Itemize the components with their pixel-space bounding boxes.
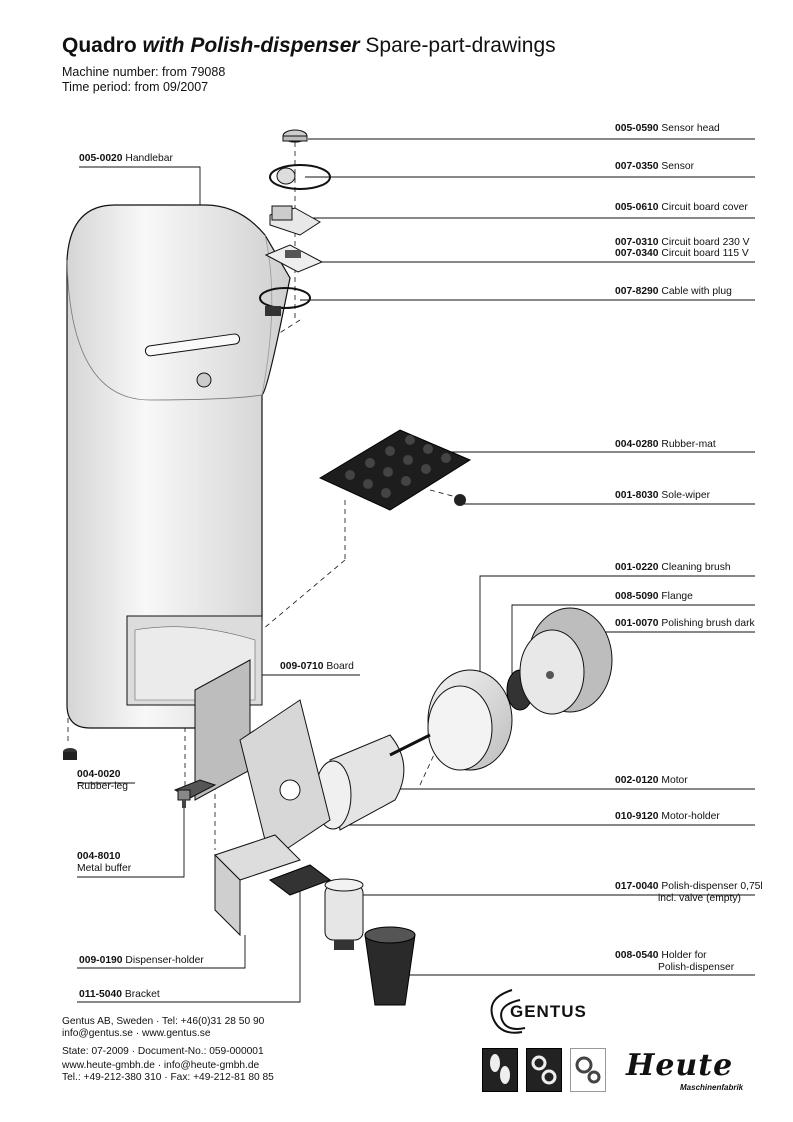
polishing-brush-part <box>519 607 613 715</box>
gears-shoe-icon <box>526 1048 562 1092</box>
sensor-part <box>269 164 331 190</box>
heute-logo: Heute <box>626 1048 734 1083</box>
gentus-logo-mark <box>490 989 526 1034</box>
machine-number: Machine number: from 79088 <box>62 65 226 79</box>
dispenser-holder-part <box>214 834 301 937</box>
label-board: 009-0710 Board <box>280 661 354 672</box>
polish-dispenser-part <box>324 878 364 950</box>
label-circuit-board-115: 007-0340 Circuit board 115 V <box>615 248 749 259</box>
cover-part <box>269 205 321 236</box>
label-sensor-head: 005-0590 Sensor head <box>615 123 720 134</box>
label-sensor: 007-0350 Sensor <box>615 161 695 172</box>
title-brand: Quadro <box>62 34 137 57</box>
dispenser-holder-cup <box>364 926 416 1006</box>
label-flange: 008-5090 Flange <box>615 591 693 602</box>
label-motor-holder: 010-9120 Motor-holder <box>615 811 720 822</box>
footer-line-4: www.heute-gmbh.de · info@heute-gmbh.de <box>62 1060 260 1071</box>
motor-part <box>314 733 431 831</box>
gentus-logo: GENTUS <box>510 1002 587 1021</box>
label-circuit-board-230: 007-0310 Circuit board 230 V <box>615 237 750 248</box>
heute-logo-sub: Maschinenfabrik <box>680 1083 744 1092</box>
label-bracket: 011-5040 Bracket <box>79 989 160 1000</box>
motor-holder-part <box>239 699 331 861</box>
footer-line-5: Tel.: +49-212-380 310 · Fax: +49-212-81 … <box>62 1072 274 1083</box>
label-motor: 002-0120 Motor <box>615 775 688 786</box>
time-period: Time period: from 09/2007 <box>62 80 209 94</box>
shoe-icon <box>482 1048 518 1092</box>
title-suffix: Spare-part-drawings <box>365 34 556 57</box>
gears-icon <box>570 1048 606 1092</box>
cable-part <box>259 287 311 316</box>
label-handlebar: 005-0020 Handlebar <box>79 153 173 164</box>
label-rubber-mat: 004-0280 Rubber-mat <box>615 439 716 450</box>
sole-wiper-part <box>454 494 466 506</box>
cleaning-brush-part <box>427 669 513 771</box>
machine-body <box>66 204 291 729</box>
rubber-leg-part <box>63 748 77 760</box>
bracket-part <box>268 864 332 896</box>
label-circuit-board-cover: 005-0610 Circuit board cover <box>615 202 748 213</box>
leader-lines <box>77 138 755 1003</box>
metal-buffer-part <box>177 789 191 808</box>
footer-line-1: Gentus AB, Sweden · Tel: +46(0)31 28 50 … <box>62 1016 265 1027</box>
board-part <box>264 244 324 273</box>
label-cable-with-plug: 007-8290 Cable with plug <box>615 286 732 297</box>
footer-line-3: State: 07-2009 · Document-No.: 059-00000… <box>62 1046 264 1057</box>
sensor-head-part <box>282 129 308 143</box>
label-polishing-brush: 001-0070 Polishing brush dark <box>615 618 755 629</box>
label-sole-wiper: 001-8030 Sole-wiper <box>615 490 711 501</box>
title-variant: with Polish-dispenser <box>142 34 360 57</box>
rubber-mat-part <box>318 429 472 511</box>
footer-line-2: info@gentus.se · www.gentus.se <box>62 1028 211 1039</box>
label-cleaning-brush: 001-0220 Cleaning brush <box>615 562 731 573</box>
label-dispenser-holder: 009-0190 Dispenser-holder <box>79 955 204 966</box>
page-title: Quadro with Polish-dispenser Spare-part-… <box>62 34 556 58</box>
